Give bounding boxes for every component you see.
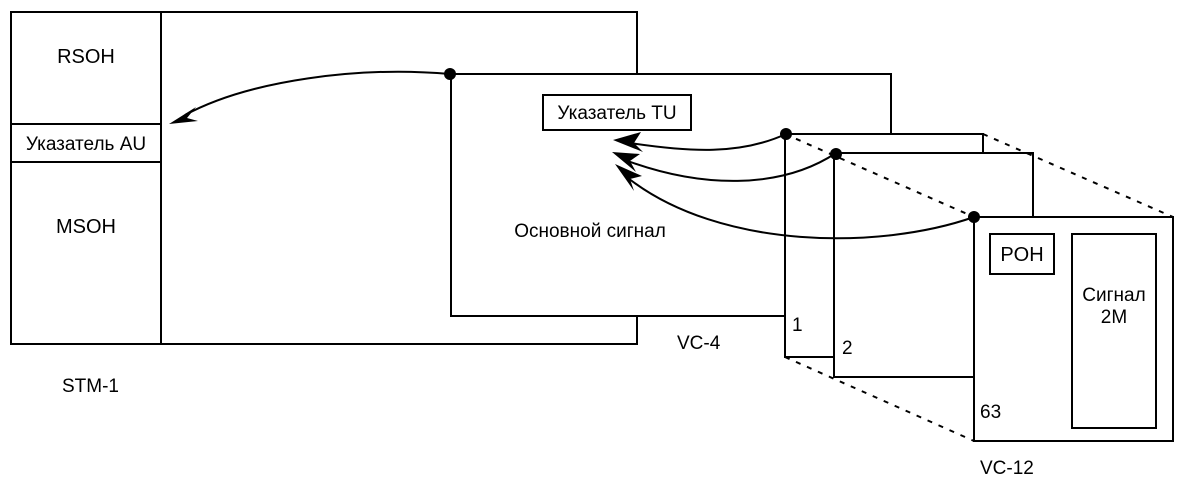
rsoh-label: RSOH — [57, 46, 115, 68]
top-perspective-line — [982, 133, 1174, 218]
frame-63-start-dot — [968, 211, 980, 223]
frame-1-number: 1 — [792, 315, 803, 336]
frame-2-number: 2 — [842, 338, 853, 359]
vc4-start-dot — [444, 68, 456, 80]
tu-arrowhead-frame-63 — [615, 164, 642, 191]
inner-perspective-line — [784, 133, 975, 218]
au-pointer-arrowhead — [169, 107, 198, 124]
poh-label: POH — [1000, 244, 1043, 266]
msoh-label: MSOH — [56, 216, 116, 238]
tu-arrow-frame-63 — [627, 177, 975, 240]
payload-label: Основной сигнал — [514, 221, 666, 242]
bottom-perspective-line — [784, 356, 975, 442]
signal-2m-label-line1: Сигнал — [1082, 285, 1145, 306]
frame-2-start-dot — [830, 148, 842, 160]
vc4-caption: VC-4 — [677, 333, 721, 354]
signal-2m-box — [1071, 233, 1157, 429]
tu-pointer-label: Указатель TU — [557, 103, 676, 124]
signal-2m-label-line2: 2M — [1101, 307, 1127, 328]
pointer-arrows — [169, 70, 975, 240]
stack-perspective-lines — [784, 133, 1174, 442]
tu-arrowhead-frame-2 — [612, 152, 640, 172]
vc12-caption: VC-12 — [980, 458, 1034, 479]
frame-1-start-dot — [780, 128, 792, 140]
tu-arrowhead-frame-1 — [613, 132, 643, 152]
pointer-dots — [444, 68, 980, 223]
stm1-caption: STM-1 — [62, 376, 119, 397]
au-pointer-arrow — [184, 70, 451, 116]
vc12-frame-63: POH Сигнал 2M 63 — [973, 216, 1174, 442]
tu-pointer-box — [542, 94, 692, 131]
tu-arrow-frame-1 — [629, 133, 787, 151]
tu-arrow-frame-2 — [624, 152, 837, 182]
au-pointer-label: Указатель AU — [26, 134, 146, 155]
frame-63-number: 63 — [980, 402, 1001, 423]
poh-box — [989, 233, 1055, 275]
